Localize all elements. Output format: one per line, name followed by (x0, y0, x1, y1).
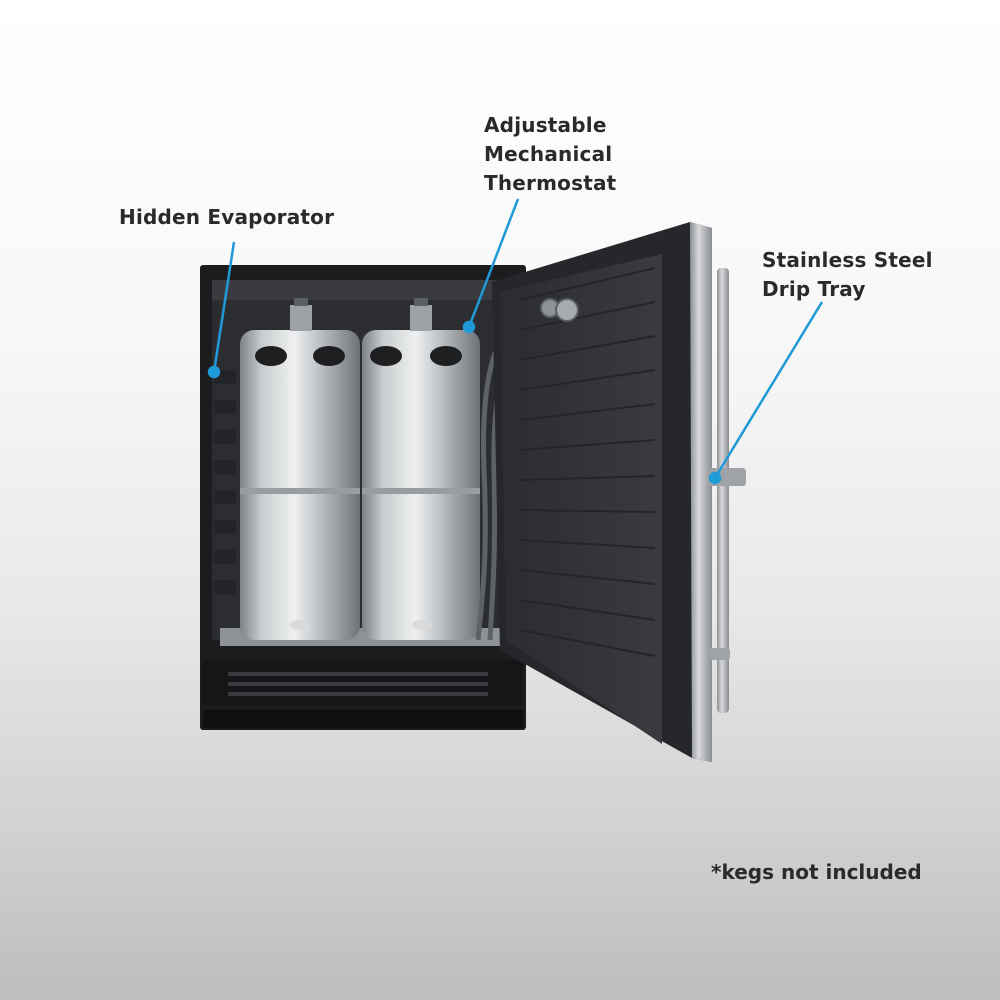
keg-right (362, 298, 480, 640)
evaporator-leader-line (212, 241, 236, 373)
drip-tray-label-line-2: Drip Tray (762, 277, 866, 301)
thermostat-label: Adjustable Mechanical Thermostat (484, 111, 616, 198)
keg-left (240, 298, 360, 640)
evaporator-label: Hidden Evaporator (119, 203, 334, 232)
drip-tray-marker-dot (708, 471, 722, 485)
kegs-not-included-note: *kegs not included (711, 860, 922, 884)
leader-lines (207, 198, 824, 485)
drip-tray-leader-line (713, 301, 824, 479)
thermostat-leader-line (467, 198, 520, 328)
evaporator-label-line-1: Hidden Evaporator (119, 205, 335, 229)
vent-grille (228, 672, 488, 696)
thermostat-label-line-1: Adjustable (484, 113, 607, 137)
evaporator-marker-dot (207, 365, 221, 379)
thermostat-marker-dot (462, 320, 476, 334)
thermostat-label-line-3: Thermostat (484, 171, 617, 195)
thermostat-label-line-2: Mechanical (484, 142, 613, 166)
drip-tray-label: Stainless Steel Drip Tray (762, 246, 933, 304)
open-door (492, 222, 712, 762)
drip-tray-label-line-1: Stainless Steel (762, 248, 933, 272)
door-handle (708, 268, 746, 713)
